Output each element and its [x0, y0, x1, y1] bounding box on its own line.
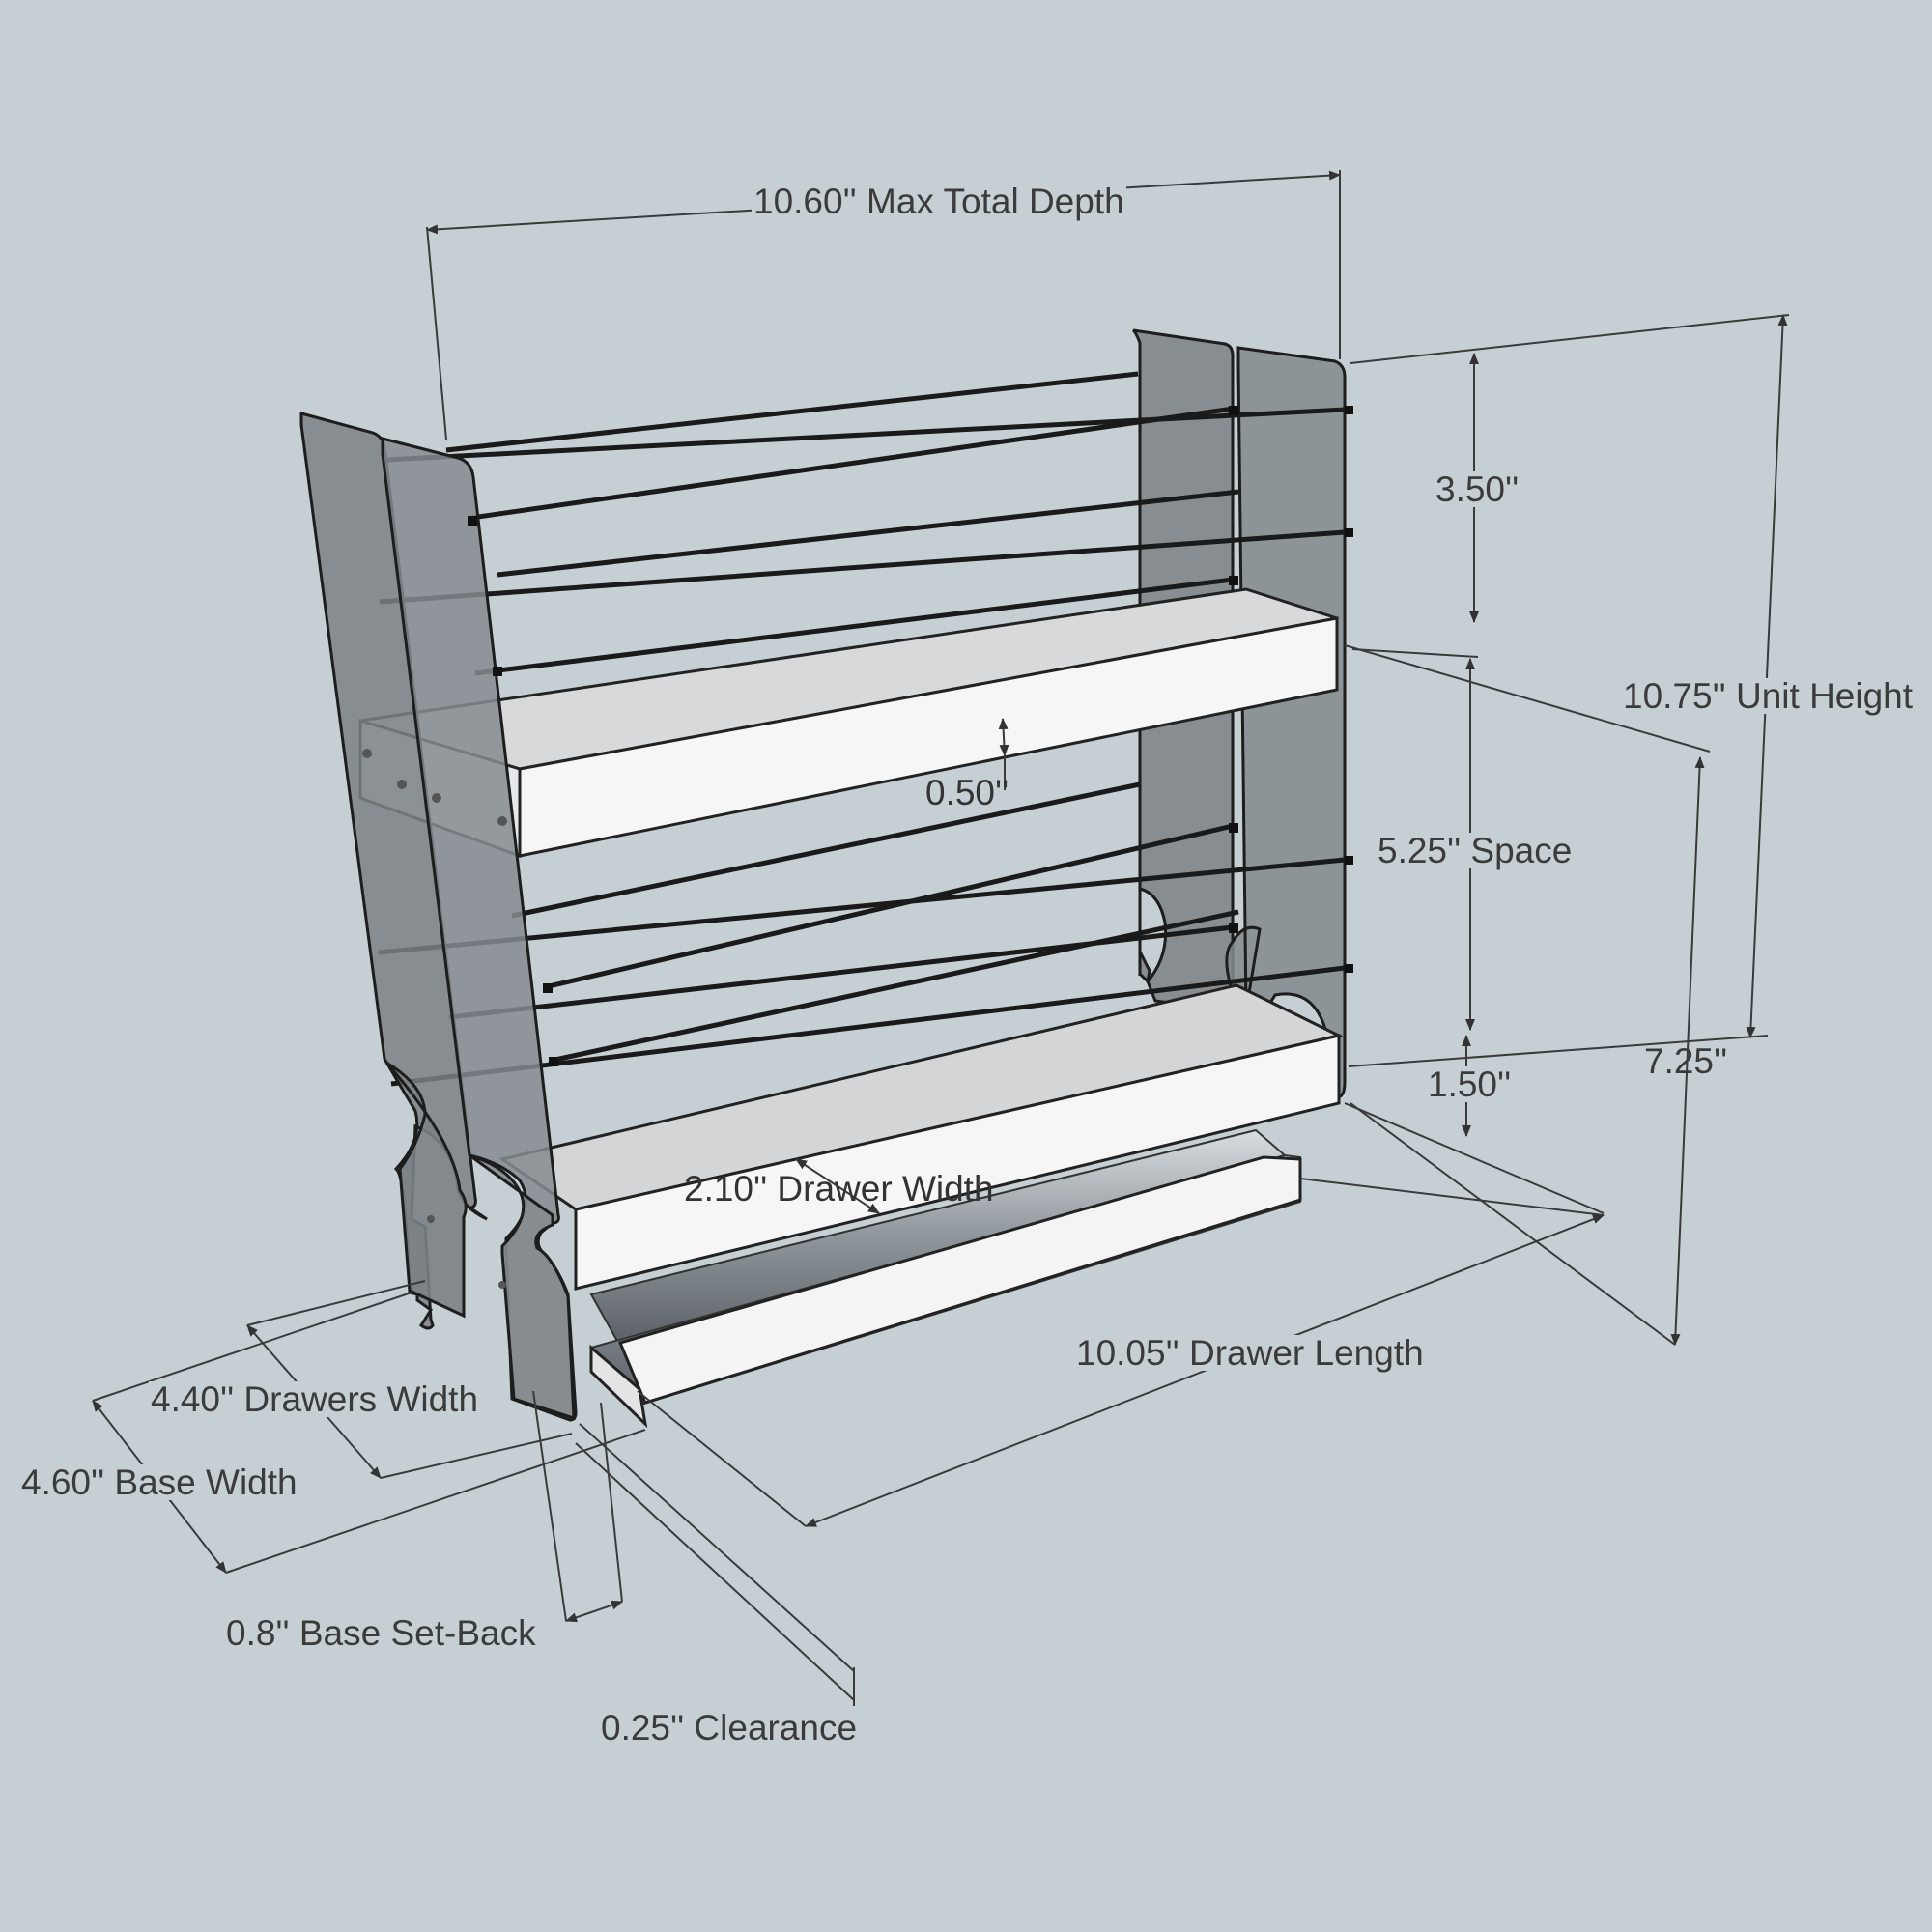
dimension-lines [92, 170, 1790, 1706]
front-panel-front [381, 437, 578, 1422]
dim-drawer-length: 10.05'' Drawer Length [1074, 1333, 1426, 1373]
upper-rails [379, 371, 1346, 676]
dim-bottom-gap: 1.50'' [1426, 1065, 1514, 1104]
dim-clearance: 0.25'' Clearance [599, 1708, 860, 1747]
back-panel-front [1225, 346, 1347, 1099]
dim-top-gap: 3.50'' [1434, 469, 1521, 509]
lower-shelf [498, 983, 1344, 1291]
dim-drawer-width: 2.10'' Drawer Width [684, 1169, 994, 1208]
dim-base-width: 4.60'' Base Width [19, 1463, 299, 1502]
front-panel-rear [299, 412, 488, 1330]
screws [362, 749, 507, 1289]
rail-end-caps [468, 406, 1353, 1066]
dim-space: 5.25'' Space [1376, 831, 1575, 870]
dim-base-setback: 0.8'' Base Set-Back [224, 1613, 538, 1653]
dim-max-total-depth: 10.60'' Max Total Depth [752, 182, 1126, 221]
dim-inner-height: 7.25'' [1644, 1041, 1728, 1081]
dim-unit-height: 10.75'' Unit Height [1621, 676, 1916, 716]
dim-shelf-thickness: 0.50'' [925, 773, 1009, 812]
dim-drawers-width: 4.40'' Drawers Width [149, 1379, 481, 1419]
